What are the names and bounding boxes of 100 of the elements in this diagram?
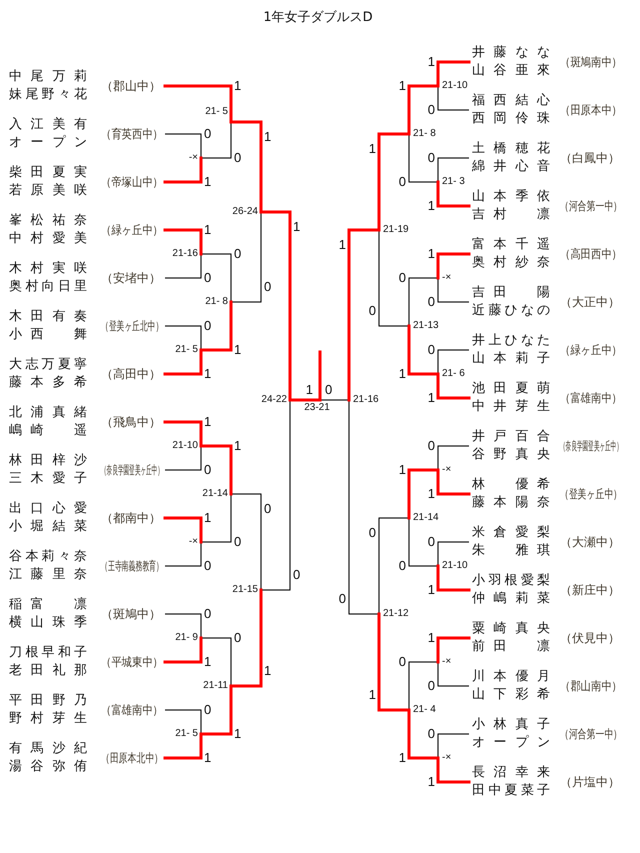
player-name: 米倉 愛梨 <box>472 525 550 541</box>
bracket-line <box>200 444 232 496</box>
player-name: 山谷 亜來 <box>472 63 550 79</box>
result-number: 0 <box>428 295 435 309</box>
bracket-line <box>438 662 470 686</box>
result-number: 1 <box>234 439 242 453</box>
school-name: （大瀬中） <box>560 534 620 550</box>
match-score: 23-21 <box>304 402 330 414</box>
player-name: 藤本 陽奈 <box>472 495 550 511</box>
bracket-line <box>436 564 470 592</box>
result-number: 0 <box>204 559 212 573</box>
bracket-line <box>230 212 262 302</box>
player-name: 福西 結心 <box>472 93 550 109</box>
result-number: 0 <box>204 463 212 477</box>
bracket-line <box>408 134 438 182</box>
player-name: 藤本 多希 <box>9 375 87 391</box>
result-number: 1 <box>428 247 435 261</box>
player-name: 野村 芽生 <box>9 711 87 727</box>
bracket-line <box>438 86 470 110</box>
player-name: 若原 美咲 <box>9 183 87 199</box>
player-name: 井上 ひなた <box>472 333 550 349</box>
result-number: 0 <box>204 271 212 285</box>
player-name: 中尾 万莉 <box>9 69 87 85</box>
bracket-line <box>288 398 322 402</box>
result-number: 0 <box>428 679 435 693</box>
bracket-line <box>164 134 202 158</box>
player-name: 平田 野乃 <box>9 693 87 709</box>
result-number: 0 <box>428 535 435 549</box>
bracket-line <box>164 446 202 470</box>
player-name: 奥村 紗奈 <box>472 255 550 271</box>
player-name: 長沼 幸来 <box>472 765 550 781</box>
bracket-line <box>164 156 202 184</box>
result-number: 0 <box>204 607 212 621</box>
result-number: 1 <box>368 142 376 156</box>
result-number: 1 <box>204 367 212 381</box>
match-score: 21- 8 <box>413 128 436 140</box>
player-name: 小羽根 愛梨 <box>472 573 550 589</box>
bracket-line <box>164 516 202 544</box>
player-name: 中井 芽生 <box>472 399 550 415</box>
bracket-line <box>260 400 290 590</box>
bracket-line <box>408 324 440 376</box>
school-name: （新庄中） <box>560 582 620 598</box>
bracket-line <box>408 662 438 710</box>
player-name: 嶋崎 遥 <box>9 423 87 439</box>
match-score: 21-15 <box>232 584 258 596</box>
result-number: 1 <box>428 391 435 405</box>
bracket-line <box>164 732 202 760</box>
player-name: 小林 真子 <box>472 717 550 733</box>
school-name: （片塩中） <box>560 774 620 790</box>
bracket-line <box>438 350 470 374</box>
result-number: 0 <box>204 127 212 141</box>
match-score: 21-10 <box>442 560 468 572</box>
match-score: -× <box>442 464 452 476</box>
match-score: 21-12 <box>383 608 409 620</box>
match-score: -× <box>188 152 198 164</box>
result-number: 0 <box>234 535 242 549</box>
result-number: 0 <box>428 439 435 453</box>
result-number: 1 <box>234 727 242 741</box>
player-name: 小堀 結菜 <box>9 519 87 535</box>
player-name: 稲富 凛 <box>9 597 87 613</box>
result-number: 1 <box>428 775 435 789</box>
match-score: 21-19 <box>383 224 409 236</box>
player-name: 吉田 陽 <box>472 285 550 301</box>
player-name: 谷本 莉々奈 <box>9 549 87 565</box>
result-number: 1 <box>234 343 242 357</box>
match-score: 21- 4 <box>413 704 436 716</box>
player-name: 山本 季依 <box>472 189 550 205</box>
school-name: （都南中） <box>101 510 161 526</box>
player-name: 仲嶋 莉菜 <box>472 591 550 607</box>
result-number: 0 <box>204 703 212 717</box>
bracket-line <box>436 468 470 496</box>
player-name: 北浦 真緒 <box>9 405 87 421</box>
bracket-line <box>436 60 470 88</box>
bracket-line <box>164 326 202 350</box>
bracket-line <box>230 494 262 590</box>
school-name: （登美ヶ丘北中） <box>101 318 163 334</box>
bracket-line <box>436 372 470 400</box>
result-number: 0 <box>325 383 332 397</box>
match-score: 21-16 <box>172 248 198 260</box>
match-score: 21-10 <box>172 440 198 452</box>
match-score: 21-14 <box>413 512 439 524</box>
player-name: 入江 美有 <box>9 117 87 133</box>
result-number: 1 <box>234 79 242 93</box>
bracket-line <box>408 278 438 326</box>
result-number: 0 <box>428 103 435 117</box>
match-score: 21- 6 <box>442 368 465 380</box>
bracket-line <box>200 300 232 352</box>
result-number: 0 <box>398 655 406 669</box>
match-score: 21- 3 <box>442 176 465 188</box>
match-score: 24-22 <box>261 394 287 406</box>
bracket-line <box>378 612 410 712</box>
bracket-line <box>436 756 470 784</box>
player-name: 老田 礼那 <box>9 663 87 679</box>
bracket-line <box>200 254 232 302</box>
player-name: 湯谷 弥侑 <box>9 759 87 775</box>
school-name: （斑鳩中） <box>101 606 161 622</box>
player-name: 林 優希 <box>472 477 550 493</box>
bracket-line <box>438 278 470 302</box>
bracket-line <box>408 708 440 760</box>
bracket-line <box>260 210 292 402</box>
